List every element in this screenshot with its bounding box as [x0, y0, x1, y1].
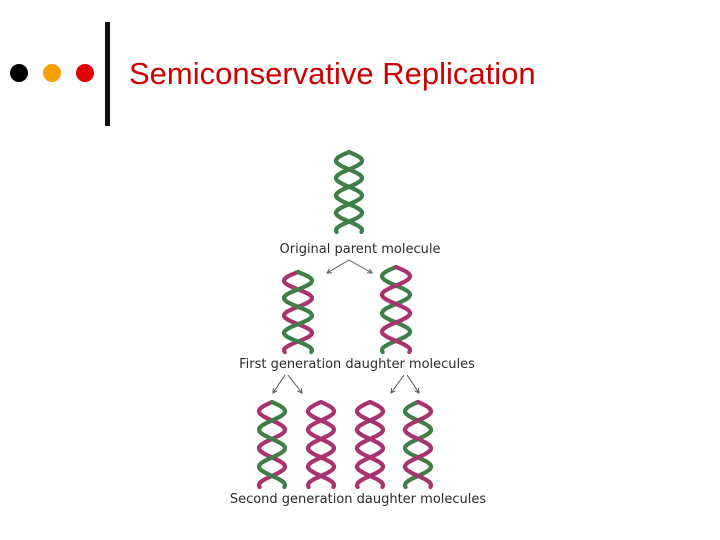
label-first-generation: First generation daughter molecules	[239, 357, 475, 372]
helix-strand-back	[354, 399, 386, 490]
arrow-first-left-b	[287, 374, 303, 394]
arrow-first-right-a	[390, 374, 405, 394]
helix-strand-front	[281, 269, 315, 355]
second-gen-helix-2	[305, 399, 337, 490]
second-gen-helix-3	[354, 399, 386, 490]
helix-strand-back	[402, 399, 434, 490]
black-dot	[10, 64, 28, 82]
helix-strand-back	[305, 399, 337, 490]
title-divider	[105, 22, 110, 126]
label-second-generation: Second generation daughter molecules	[230, 492, 487, 507]
second-gen-helix-4	[402, 399, 434, 490]
helix-strand-front	[354, 399, 386, 490]
arrows-group	[272, 259, 420, 394]
red-dot	[76, 64, 94, 82]
first-gen-helix-1	[281, 269, 315, 355]
helix-strand-back	[281, 269, 315, 355]
helix-strand-back	[333, 149, 365, 235]
bullet-dots	[10, 64, 100, 86]
helix-strand-front	[402, 399, 434, 490]
helix-strand-front	[256, 399, 288, 490]
orange-dot	[43, 64, 61, 82]
arrow-parent-left	[326, 259, 350, 274]
helix-strand-back	[256, 399, 288, 490]
helices-group	[256, 149, 434, 490]
parent-helix	[333, 149, 365, 235]
helix-strand-front	[305, 399, 337, 490]
arrow-first-left-a	[272, 374, 286, 394]
slide-title: Semiconservative Replication	[129, 56, 536, 91]
arrow-parent-right	[348, 259, 373, 274]
helix-strand-front	[379, 264, 413, 355]
helix-strand-front	[333, 149, 365, 235]
helix-strand-back	[379, 264, 413, 355]
second-gen-helix-1	[256, 399, 288, 490]
first-gen-helix-2	[379, 264, 413, 355]
arrow-first-right-b	[406, 374, 420, 394]
label-original-parent: Original parent molecule	[280, 242, 441, 257]
